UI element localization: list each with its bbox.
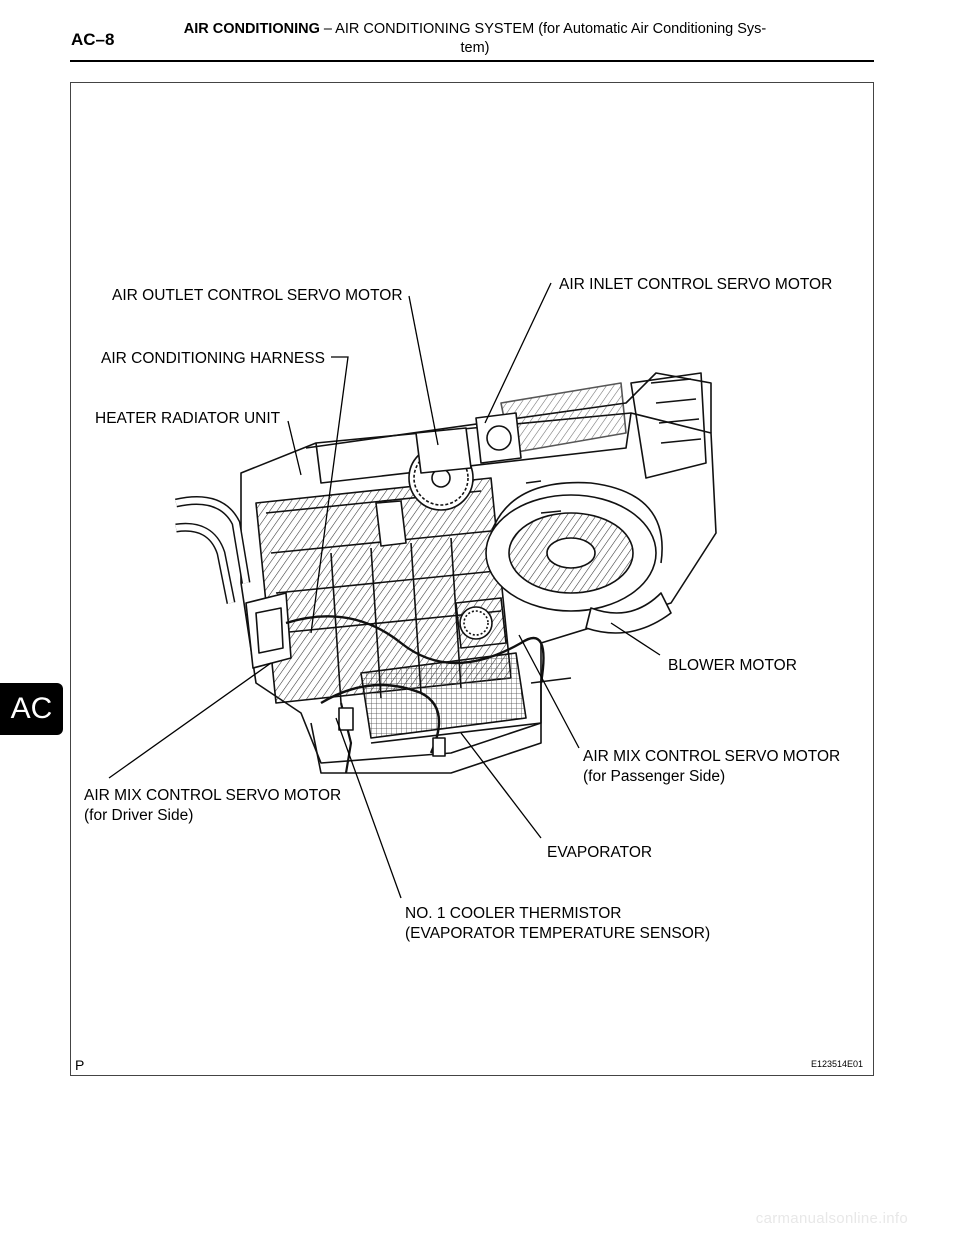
label-air-conditioning-harness: AIR CONDITIONING HARNESS bbox=[101, 350, 325, 367]
label-air-mix-servo-driver: AIR MIX CONTROL SERVO MOTOR (for Driver … bbox=[84, 786, 341, 826]
label-air-mix-servo-driver-line1: AIR MIX CONTROL SERVO MOTOR bbox=[84, 787, 342, 804]
label-air-inlet-control-servo-motor: AIR INLET CONTROL SERVO MOTOR bbox=[559, 276, 833, 293]
figure-corner-letter: P bbox=[75, 1057, 85, 1073]
label-air-mix-servo-passenger: AIR MIX CONTROL SERVO MOTOR (for Passeng… bbox=[583, 747, 840, 787]
label-air-outlet-control-servo-motor: AIR OUTLET CONTROL SERVO MOTOR bbox=[112, 287, 403, 304]
label-air-mix-servo-passenger-line1: AIR MIX CONTROL SERVO MOTOR bbox=[583, 748, 841, 765]
section-title-bold: AIR CONDITIONING bbox=[183, 21, 320, 37]
label-cooler-thermistor-line2: (EVAPORATOR TEMPERATURE SENSOR) bbox=[405, 925, 711, 942]
label-air-mix-servo-passenger-line2: (for Passenger Side) bbox=[583, 768, 726, 785]
label-evaporator: EVAPORATOR bbox=[547, 844, 653, 861]
label-heater-radiator-unit: HEATER RADIATOR UNIT bbox=[95, 410, 281, 427]
figure-code: E123514E01 bbox=[810, 1059, 863, 1069]
section-title: AIR CONDITIONING – AIR CONDITIONING SYST… bbox=[140, 20, 810, 58]
hvac-unit-illustration bbox=[108, 282, 717, 899]
label-blower-motor: BLOWER MOTOR bbox=[668, 657, 797, 674]
section-title-line2: tem) bbox=[460, 40, 490, 56]
page-number: AC–8 bbox=[71, 30, 115, 49]
watermark-footer: carmanualsonline.info bbox=[755, 1210, 908, 1227]
label-air-mix-servo-driver-line2: (for Driver Side) bbox=[84, 807, 194, 824]
header-rule bbox=[70, 60, 874, 62]
section-tab: AC bbox=[0, 683, 63, 735]
section-title-rest: – AIR CONDITIONING SYSTEM (for Automatic… bbox=[319, 21, 767, 37]
label-cooler-thermistor-line1: NO. 1 COOLER THERMISTOR bbox=[405, 905, 622, 922]
label-cooler-thermistor: NO. 1 COOLER THERMISTOR (EVAPORATOR TEMP… bbox=[405, 904, 710, 944]
figure-frame: AIR OUTLET CONTROL SERVO MOTOR AIR INLET… bbox=[70, 82, 874, 1076]
